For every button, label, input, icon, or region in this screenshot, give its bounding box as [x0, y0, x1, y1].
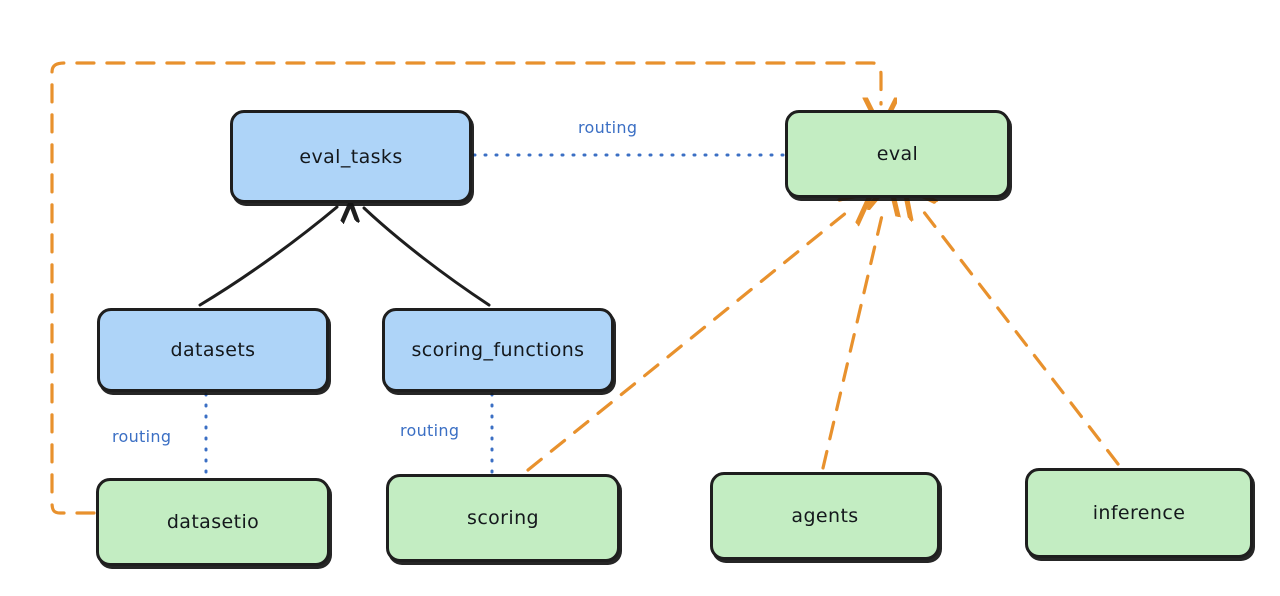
node-label: eval_tasks: [299, 145, 403, 168]
edge-scoring_functions-to-eval_tasks: [364, 208, 491, 307]
node-scoring-functions[interactable]: scoring_functions: [382, 308, 614, 392]
edge-inference-to-eval: [920, 207, 1120, 466]
node-label: eval: [876, 143, 919, 165]
node-eval[interactable]: eval: [785, 110, 1010, 198]
edge-datasetio-to-eval: [50, 61, 881, 515]
node-inference[interactable]: inference: [1025, 468, 1253, 558]
edge-label-routing-datasets-datasetio: routing: [112, 427, 172, 446]
node-scoring[interactable]: scoring: [386, 474, 620, 562]
node-label: scoring_functions: [411, 339, 585, 361]
node-eval-tasks[interactable]: eval_tasks: [230, 110, 472, 203]
node-datasetio[interactable]: datasetio: [96, 478, 330, 566]
node-datasets[interactable]: datasets: [97, 308, 329, 392]
edge-datasets-to-eval_tasks: [198, 207, 337, 307]
node-label: scoring: [467, 507, 539, 529]
node-label: inference: [1092, 502, 1186, 524]
node-label: agents: [791, 505, 859, 527]
node-label: datasetio: [166, 511, 260, 533]
edge-label-routing-scoring-functions-scoring: routing: [400, 421, 460, 440]
edge-agents-to-eval: [821, 207, 884, 470]
node-agents[interactable]: agents: [710, 472, 940, 560]
edge-scoring-to-eval: [526, 208, 852, 472]
edge-label-routing-eval-tasks-eval: routing: [578, 118, 638, 137]
node-label: datasets: [170, 339, 256, 361]
